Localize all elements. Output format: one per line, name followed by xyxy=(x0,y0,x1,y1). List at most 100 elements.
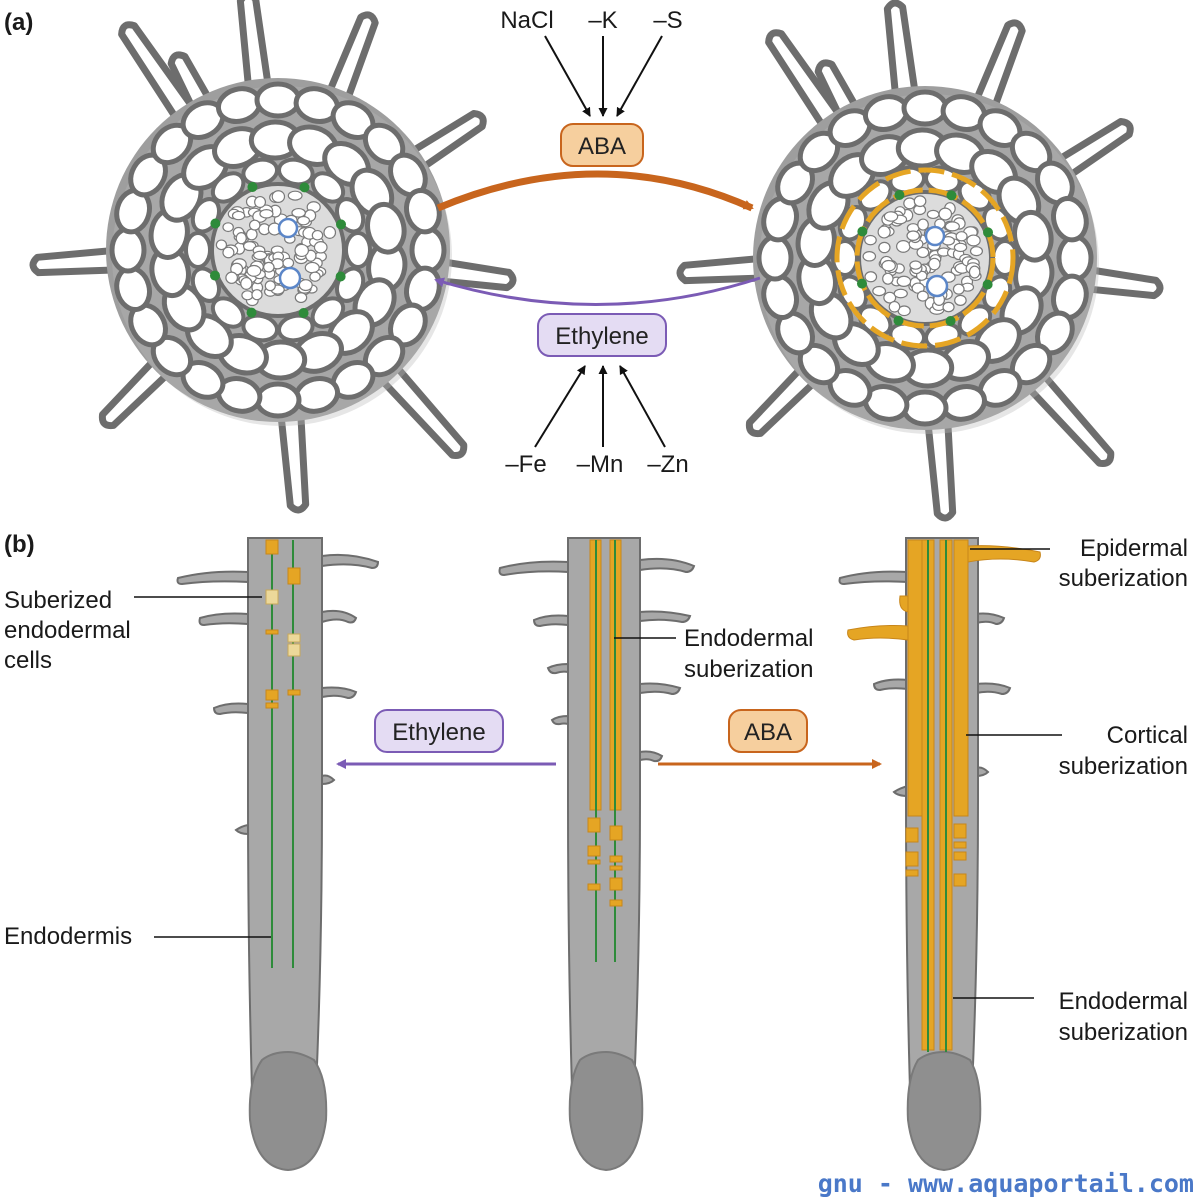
stele-cell xyxy=(263,261,275,273)
stele-cell xyxy=(309,271,321,282)
ethylene-stimuli-arrows xyxy=(534,365,666,448)
stele-cell xyxy=(294,292,308,304)
stele-cell xyxy=(928,257,941,271)
stele-cell xyxy=(264,280,276,292)
root-longitudinal-left xyxy=(176,537,380,1172)
stele-cell xyxy=(231,210,246,221)
passage-cell-dot xyxy=(894,189,905,200)
stimulus-minus-s: –S xyxy=(653,7,682,34)
stimulus-minus-k: –K xyxy=(588,7,617,34)
aba-badge-b: ABA xyxy=(728,709,808,753)
epidermal-cell xyxy=(409,226,447,274)
passage-cell-dot xyxy=(857,226,868,237)
stele-cell xyxy=(297,215,311,226)
stele-cell xyxy=(877,225,891,239)
stele-cell xyxy=(323,225,337,239)
stele-cell xyxy=(883,211,899,222)
stele-cell xyxy=(311,229,324,241)
passage-cell-dot xyxy=(893,315,904,326)
stele-cell xyxy=(298,279,313,292)
passage-cell-dot xyxy=(298,308,309,319)
stele-cell xyxy=(944,221,960,232)
stele-cell xyxy=(883,291,897,304)
stele-cell xyxy=(942,301,955,313)
passage-cell-dot xyxy=(247,181,258,192)
stele-cell xyxy=(291,207,306,218)
stele-cell xyxy=(259,209,274,219)
root-cross-section-left xyxy=(29,0,517,514)
epidermal-cell xyxy=(254,81,302,119)
stele-cell xyxy=(245,228,258,241)
passage-cell-dot xyxy=(856,278,867,289)
stele-cell xyxy=(903,197,917,210)
stele-cell xyxy=(304,261,320,274)
xylem-vessel xyxy=(925,274,949,298)
stele-cell xyxy=(222,222,234,233)
stele-cell xyxy=(251,289,263,301)
stele-cell xyxy=(248,219,261,231)
stele-cell xyxy=(909,260,922,270)
label-endodermis: Endodermis xyxy=(4,923,132,950)
stele-cell xyxy=(916,246,930,259)
stimulus-nacl: NaCl xyxy=(500,7,553,34)
epidermal-cell xyxy=(756,234,794,282)
root-cross-section-right xyxy=(676,0,1164,522)
stele-cell xyxy=(287,190,303,201)
label-endodermal-suberization-right-1: Endodermal xyxy=(1059,988,1188,1015)
aba-stimuli-arrows xyxy=(544,35,663,117)
stele-cell xyxy=(968,265,981,279)
stele-cell xyxy=(235,232,247,245)
stimulus-minus-mn: –Mn xyxy=(577,451,624,478)
xylem-vessel xyxy=(277,217,299,239)
stele-cell xyxy=(917,218,929,231)
label-suberized-cells-2: endodermal xyxy=(4,617,131,644)
stele-cell xyxy=(906,230,920,241)
passage-cell-dot xyxy=(299,182,310,193)
stele-cell xyxy=(966,234,981,247)
passage-cell-dot xyxy=(946,190,957,201)
passage-cell-dot xyxy=(335,271,346,282)
passage-cell-dot xyxy=(336,219,347,230)
panel-b-label: (b) xyxy=(4,531,35,558)
stele-cell xyxy=(246,264,262,277)
stele-cell xyxy=(881,259,896,272)
passage-cell-dot xyxy=(210,218,221,229)
stele-cell xyxy=(864,234,877,246)
stele-cell xyxy=(282,257,295,269)
ethylene-badge-a: Ethylene xyxy=(537,313,667,357)
stele-cell xyxy=(872,285,887,297)
passage-cell-dot xyxy=(945,316,956,327)
watermark: gnu - www.aquaportail.com xyxy=(818,1169,1194,1198)
ethylene-badge-b: Ethylene xyxy=(374,709,504,753)
stele-cell xyxy=(271,190,286,204)
aba-badge-a-text: ABA xyxy=(578,133,626,160)
label-epidermal-suberization-1: Epidermal xyxy=(1080,535,1188,562)
epidermal-cell xyxy=(901,389,949,427)
cortical-cell xyxy=(1012,209,1054,263)
aba-badge-a: ABA xyxy=(560,123,644,167)
inner-cortical-cell xyxy=(184,231,212,269)
stele-cell xyxy=(926,209,940,220)
stimulus-minus-zn: –Zn xyxy=(647,451,688,478)
ethylene-badge-a-text: Ethylene xyxy=(555,323,648,350)
panel-a-label: (a) xyxy=(4,9,33,36)
ethylene-transition-arrow xyxy=(434,276,761,306)
label-endodermal-suberization-mid-2: suberization xyxy=(684,656,813,683)
stele-cell xyxy=(913,195,927,208)
label-endodermal-suberization-right-2: suberization xyxy=(1059,1019,1188,1046)
stele-cell xyxy=(882,272,894,285)
stele-cell xyxy=(240,276,253,290)
epidermal-cell xyxy=(254,381,302,419)
label-suberized-cells-1: Suberized xyxy=(4,587,112,614)
stele-cell xyxy=(313,241,328,254)
stele-cell xyxy=(253,250,268,261)
stele-cell xyxy=(225,271,239,284)
cortical-cell xyxy=(365,201,407,255)
label-cortical-suberization-2: suberization xyxy=(1059,753,1188,780)
ethylene-badge-b-text: Ethylene xyxy=(392,719,485,746)
stele-cell xyxy=(916,290,929,302)
xylem-vessel xyxy=(278,266,302,290)
label-cortical-suberization-1: Cortical xyxy=(1107,722,1188,749)
aba-badge-b-text: ABA xyxy=(744,719,792,746)
